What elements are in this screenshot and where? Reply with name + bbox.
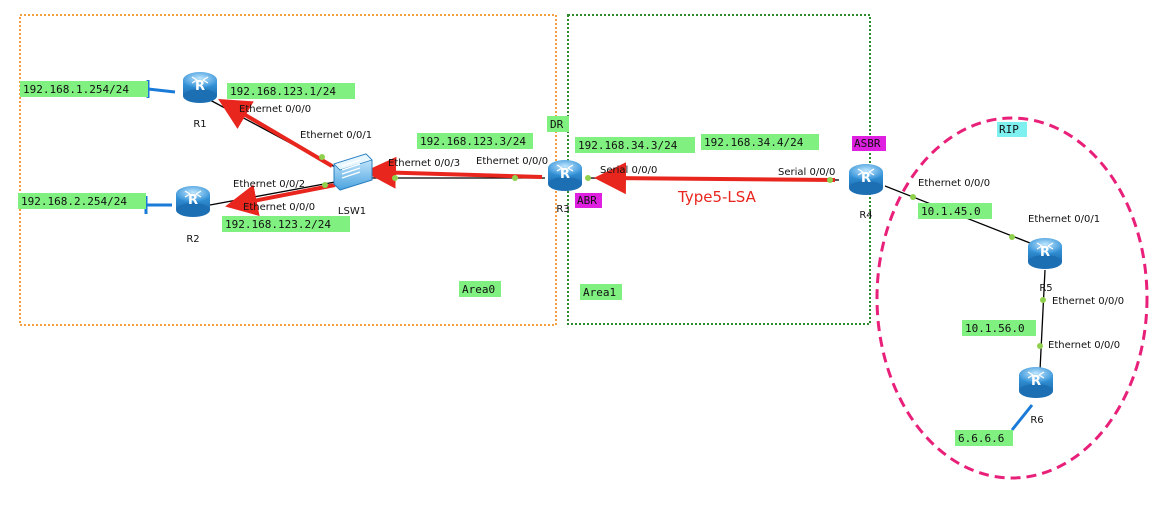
svg-text:RIP: RIP [999, 123, 1019, 136]
router-glyph: R [195, 79, 205, 94]
area0-boundary [19, 14, 557, 326]
r6-loopback-link [1010, 404, 1034, 431]
r5-port-e000: Ethernet 0/0/0 [1052, 296, 1124, 307]
svg-text:Area0: Area0 [462, 283, 495, 296]
r3-name: R3 [556, 204, 569, 215]
r6-port-e000: Ethernet 0/0/0 [1048, 340, 1120, 351]
lsw1-name: LSW1 [338, 206, 366, 217]
router-r5[interactable]: R [1027, 237, 1063, 270]
r1-port-e000: Ethernet 0/0/0 [239, 104, 311, 115]
svg-text:ABR: ABR [577, 194, 597, 207]
tag-area0: Area0 [459, 281, 501, 297]
svg-text:192.168.2.254/24: 192.168.2.254/24 [21, 195, 127, 208]
router-glyph: R [861, 171, 871, 186]
lsw1-port-e001: Ethernet 0/0/1 [300, 130, 372, 141]
tag-r1-ip: 192.168.123.1/24 [227, 83, 355, 99]
tag-r4-serial-ip: 192.168.34.4/24 [701, 134, 819, 150]
tag-r3-serial-ip: 192.168.34.3/24 [575, 137, 695, 153]
port-dots [319, 154, 1046, 349]
svg-text:192.168.123.3/24: 192.168.123.3/24 [420, 135, 526, 148]
switch-lsw1[interactable] [333, 153, 373, 191]
tag-rip: RIP [997, 122, 1027, 137]
router-r1[interactable]: R [182, 71, 218, 104]
r4-port-e000: Ethernet 0/0/0 [918, 178, 990, 189]
router-glyph: R [188, 193, 198, 208]
lsa-arrow-r4-r3 [594, 162, 836, 195]
svg-text:192.168.34.4/24: 192.168.34.4/24 [704, 136, 804, 149]
r3-port-e000: Ethernet 0/0/0 [476, 156, 548, 167]
router-r2[interactable]: R [175, 185, 211, 218]
tag-r1-lan: 192.168.1.254/24 [20, 81, 148, 97]
svg-text:10.1.56.0: 10.1.56.0 [965, 322, 1025, 335]
svg-text:192.168.123.1/24: 192.168.123.1/24 [230, 85, 336, 98]
router-glyph: R [1031, 374, 1041, 389]
r1-lan-link [147, 87, 176, 94]
svg-text:192.168.1.254/24: 192.168.1.254/24 [23, 83, 129, 96]
lsa-arrow-lsw1-r2 [225, 183, 336, 217]
tag-area1: Area1 [580, 284, 622, 300]
r5-name: R5 [1039, 283, 1052, 294]
tag-asbr: ASBR [852, 136, 886, 151]
r1-name: R1 [193, 119, 206, 130]
router-r6[interactable]: R [1018, 366, 1054, 399]
r2-port-e000: Ethernet 0/0/0 [243, 202, 315, 213]
svg-text:10.1.45.0: 10.1.45.0 [921, 205, 981, 218]
svg-text:6.6.6.6: 6.6.6.6 [958, 432, 1004, 445]
r3-port-s000: Serial 0/0/0 [600, 165, 657, 176]
tag-r3-ip: 192.168.123.3/24 [417, 133, 533, 149]
router-glyph: R [1040, 245, 1050, 260]
r4-name: R4 [859, 210, 872, 221]
router-r4[interactable]: R [848, 163, 884, 196]
lsw1-port-e002: Ethernet 0/0/2 [233, 179, 305, 190]
svg-text:Area1: Area1 [583, 286, 616, 299]
tag-r2-lan: 192.168.2.254/24 [18, 193, 146, 209]
type5-lsa-label: Type5-LSA [677, 188, 757, 206]
lsw1-port-e003: Ethernet 0/0/3 [388, 158, 460, 169]
svg-text:192.168.34.3/24: 192.168.34.3/24 [578, 139, 678, 152]
tag-abr: ABR [575, 193, 602, 208]
r2-name: R2 [186, 234, 199, 245]
svg-text:DR: DR [550, 118, 564, 131]
tag-net-56: 10.1.56.0 [962, 320, 1036, 336]
tag-dr: DR [547, 116, 569, 132]
rip-boundary [875, 116, 1149, 480]
tag-r6-loopback: 6.6.6.6 [955, 430, 1013, 446]
r4-port-s000: Serial 0/0/0 [778, 167, 835, 178]
router-glyph: R [560, 167, 570, 182]
tag-r2-ip: 192.168.123.2/24 [222, 216, 350, 232]
svg-text:ASBR: ASBR [854, 137, 881, 150]
lsa-arrow-lsw1-r1 [218, 98, 334, 168]
link-r5-r6 [1039, 269, 1046, 371]
router-r3[interactable]: R [547, 159, 583, 192]
r5-port-e001: Ethernet 0/0/1 [1028, 214, 1100, 225]
svg-text:192.168.123.2/24: 192.168.123.2/24 [225, 218, 331, 231]
tag-net-45: 10.1.45.0 [918, 203, 992, 219]
r6-name: R6 [1030, 415, 1043, 426]
